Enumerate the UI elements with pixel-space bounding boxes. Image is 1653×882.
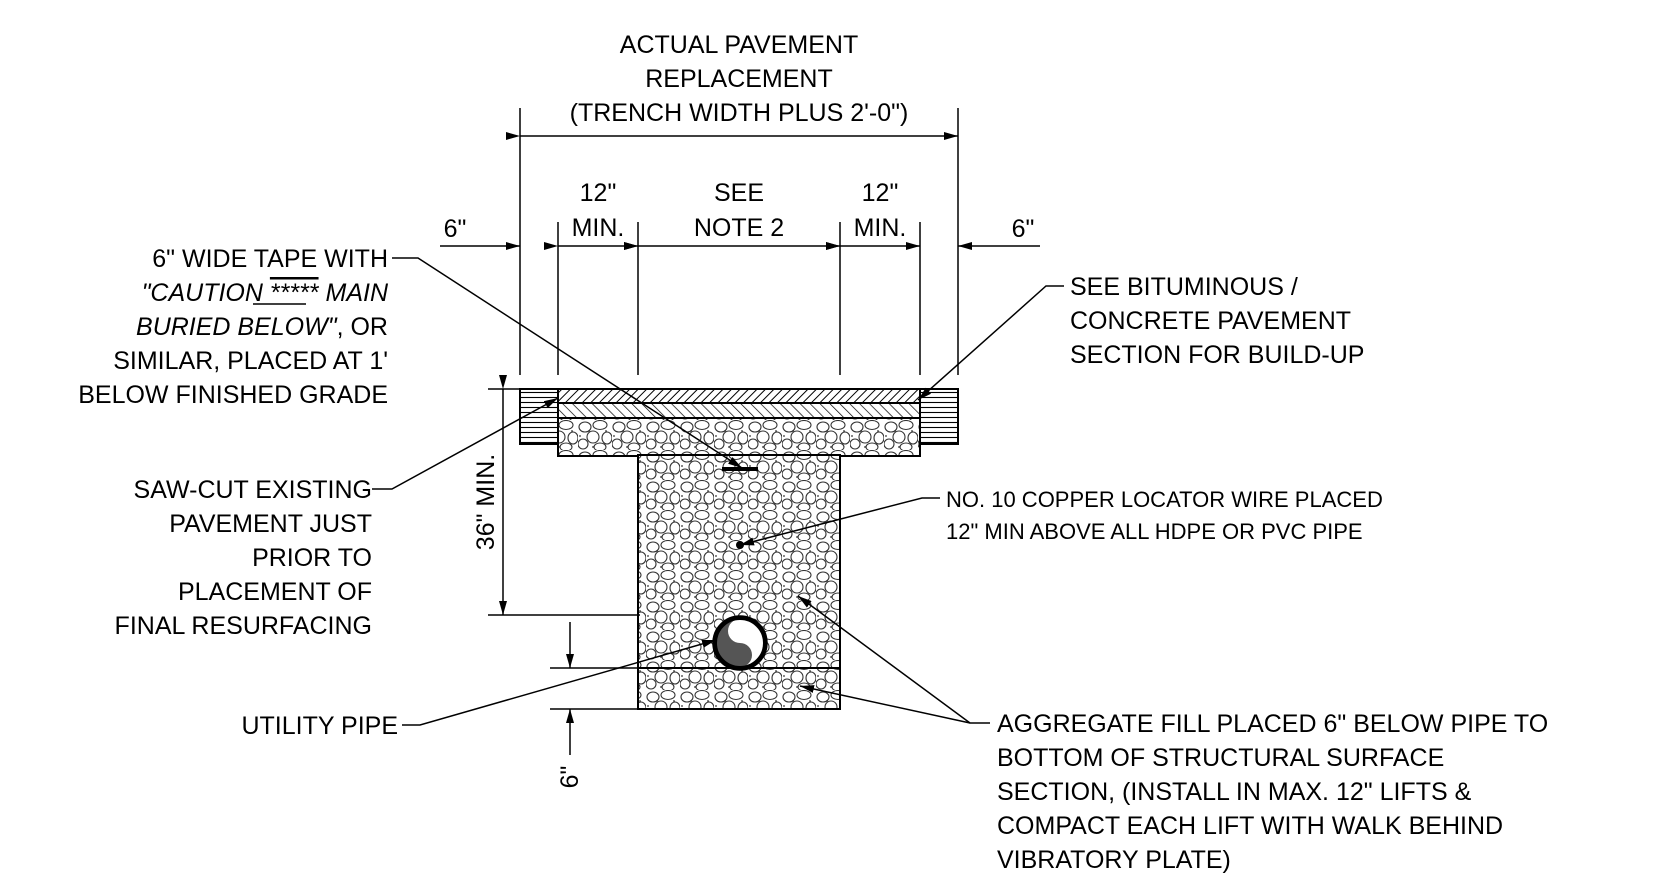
top-dim-line3: (TRENCH WIDTH PLUS 2'-0"): [570, 99, 909, 127]
aggregate-note-l3: SECTION, (INSTALL IN MAX. 12" LIFTS &: [997, 778, 1472, 806]
tape-note-l1: 6" WIDE TAPE WITH: [152, 245, 388, 273]
dim-right-12-min: MIN.: [854, 214, 907, 242]
aggregate-note-l4: COMPACT EACH LIFT WITH WALK BEHIND: [997, 812, 1503, 840]
aggregate-note-l5: VIBRATORY PLATE): [997, 846, 1231, 874]
bituminous-note-l1: SEE BITUMINOUS /: [1070, 273, 1298, 301]
dim-depth: 36" MIN.: [472, 454, 500, 550]
dim-right-12: 12": [862, 179, 899, 207]
dim-see: SEE: [714, 179, 764, 207]
top-dim-line2: REPLACEMENT: [645, 65, 833, 93]
aggregate-note-l2: BOTTOM OF STRUCTURAL SURFACE: [997, 744, 1444, 772]
sawcut-note-l3: PRIOR TO: [252, 544, 372, 572]
bituminous-note-l3: SECTION FOR BUILD-UP: [1070, 341, 1364, 369]
tape-note: 6" WIDE TAPE WITH "CAUTION ***** MAIN BU…: [78, 245, 389, 409]
leader-lines: [372, 257, 1064, 726]
locator-wire-note: NO. 10 COPPER LOCATOR WIRE PLACED 12" MI…: [946, 487, 1383, 544]
wire-note-l1: NO. 10 COPPER LOCATOR WIRE PLACED: [946, 487, 1383, 512]
dim-left-12: 12": [580, 179, 617, 207]
sawcut-note-l2: PAVEMENT JUST: [169, 510, 372, 538]
bituminous-note-l2: CONCRETE PAVEMENT: [1070, 307, 1351, 335]
bituminous-note: SEE BITUMINOUS / CONCRETE PAVEMENT SECTI…: [1070, 273, 1364, 369]
new-pavement-section: [557, 388, 921, 419]
existing-pavement: [519, 388, 959, 445]
wire-note-l2: 12" MIN ABOVE ALL HDPE OR PVC PIPE: [946, 519, 1363, 544]
tape-note-l4: SIMILAR, PLACED AT 1': [113, 347, 388, 375]
top-dim-line1: ACTUAL PAVEMENT: [620, 31, 858, 59]
tape-note-l2: "CAUTION ***** MAIN: [142, 279, 389, 307]
sawcut-note: SAW-CUT EXISTING PAVEMENT JUST PRIOR TO …: [115, 476, 372, 640]
sawcut-note-l4: PLACEMENT OF: [178, 578, 372, 606]
sawcut-note-l1: SAW-CUT EXISTING: [134, 476, 372, 504]
tape-note-l3: BURIED BELOW", OR: [136, 313, 388, 341]
utility-pipe-icon: [712, 615, 768, 671]
dimension-lines: [440, 132, 1040, 755]
dim-right-6: 6": [1012, 215, 1035, 243]
sawcut-note-l5: FINAL RESURFACING: [115, 612, 372, 640]
aggregate-note-l1: AGGREGATE FILL PLACED 6" BELOW PIPE TO: [997, 710, 1548, 738]
aggregate-note: AGGREGATE FILL PLACED 6" BELOW PIPE TO B…: [997, 710, 1548, 874]
dim-note-2: NOTE 2: [694, 214, 784, 242]
utility-pipe-note: UTILITY PIPE: [241, 712, 398, 740]
dim-bottom-6: 6": [556, 766, 584, 789]
tape-note-l5: BELOW FINISHED GRADE: [78, 381, 388, 409]
dim-left-12-min: MIN.: [572, 214, 625, 242]
dim-left-6: 6": [444, 215, 467, 243]
